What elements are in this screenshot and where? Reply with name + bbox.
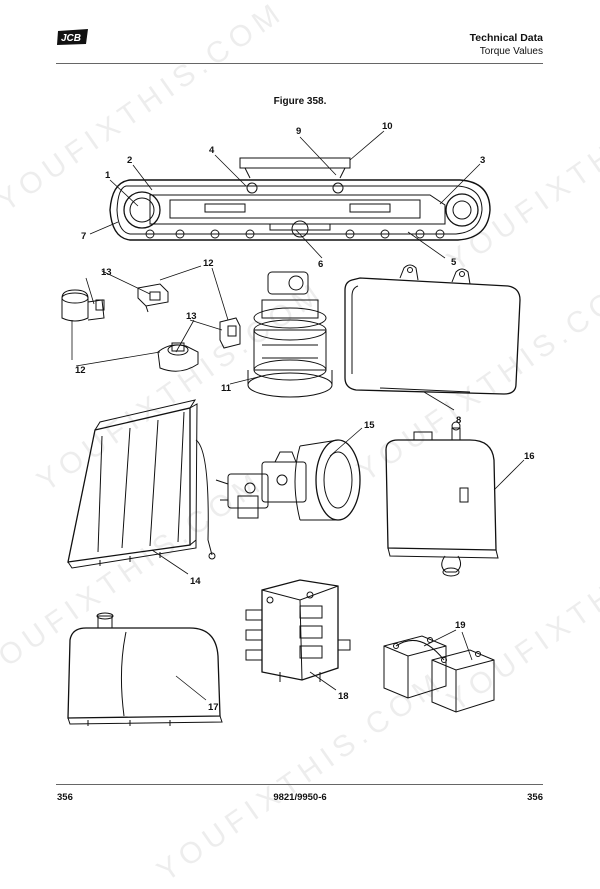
engine-mount-drawing: [61, 289, 105, 322]
callout-7: 7: [81, 231, 86, 242]
callout-19: 19: [455, 620, 466, 631]
callout-10: 10: [382, 121, 393, 132]
callout-14: 14: [190, 576, 201, 587]
callout-8: 8: [456, 415, 461, 426]
batteries-drawing: [383, 635, 495, 713]
callout-18: 18: [338, 691, 349, 702]
callout-3: 3: [480, 155, 485, 166]
page-number-right: 356: [527, 792, 543, 803]
engine-mount-drawing: [219, 317, 241, 349]
callout-16: 16: [524, 451, 535, 462]
hydraulic-pump-drawing: [215, 439, 361, 521]
callout-4: 4: [209, 145, 215, 156]
callout-15: 15: [364, 420, 375, 431]
callout-6: 6: [318, 259, 323, 270]
callout-13: 13: [101, 267, 112, 278]
exploded-parts-drawing: 1 2 3 4 5 6 7 8 9 10 11 12 12 13 13 14 1…: [61, 121, 535, 726]
engine-mount-drawing: [157, 342, 199, 372]
track-frame-drawing: [109, 157, 491, 241]
callout-2: 2: [127, 155, 132, 166]
header-rule: [56, 63, 543, 64]
control-valve-drawing: [245, 579, 351, 682]
engine-mount-drawing: [137, 283, 169, 313]
callout-12: 12: [75, 365, 86, 376]
callout-9: 9: [296, 126, 301, 137]
callout-17: 17: [208, 702, 219, 713]
callouts: 1 2 3 4 5 6 7 8 9 10 11 12 12 13 13 14 1…: [75, 121, 535, 713]
page-number-left: 356: [57, 792, 73, 803]
callout-13: 13: [186, 311, 197, 322]
callout-5: 5: [451, 257, 457, 268]
swing-motor-drawing: [247, 271, 333, 398]
callout-12: 12: [203, 258, 214, 269]
callout-1: 1: [105, 170, 111, 181]
fuel-tank-drawing: [344, 264, 521, 395]
radiator-drawing: [67, 399, 216, 569]
section-title: Technical Data: [469, 32, 543, 44]
jcb-logo: JCB: [57, 29, 88, 45]
document-number: 9821/9950-6: [273, 792, 327, 803]
figure-title: Figure 358.: [273, 96, 327, 107]
hydraulic-tank-drawing: [385, 421, 499, 577]
svg-text:JCB: JCB: [61, 33, 81, 44]
fuel-tank-2-drawing: [67, 612, 223, 726]
subsection-title: Torque Values: [479, 46, 543, 57]
footer-rule: [56, 784, 543, 785]
callout-11: 11: [221, 383, 232, 394]
